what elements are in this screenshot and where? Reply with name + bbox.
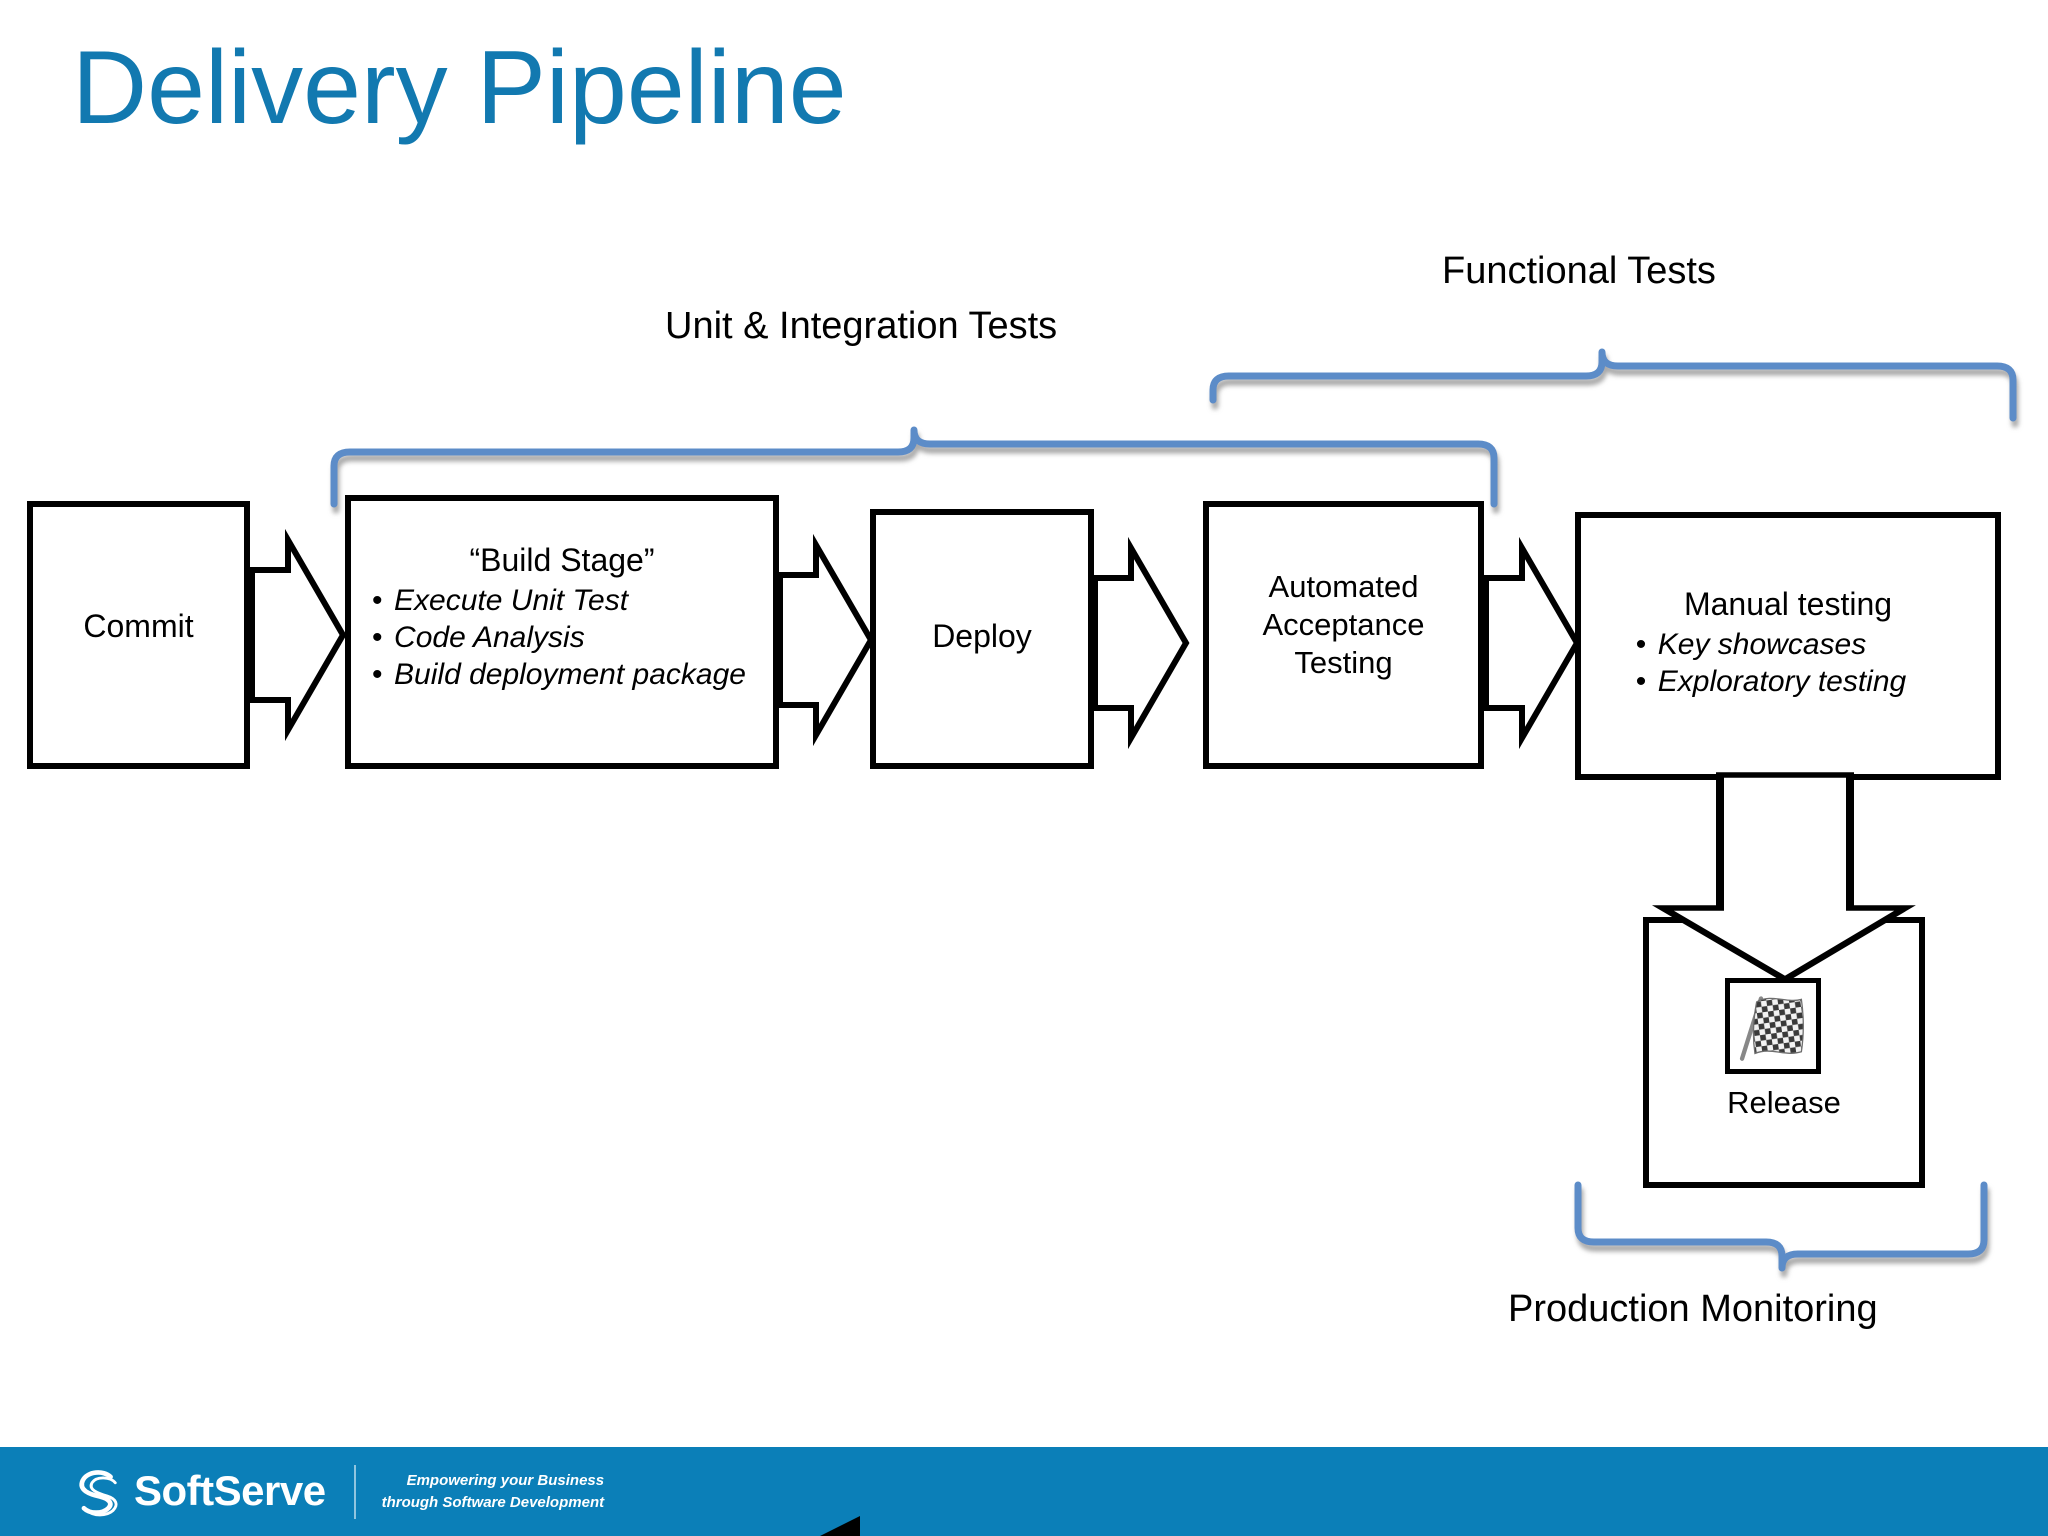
stage-label-automated-acceptance-testing: Automated Acceptance Testing (1206, 568, 1481, 681)
list-item: Key showcases (1636, 626, 1906, 663)
brace-unit-integration (330, 426, 1498, 508)
footer-bar: SoftServe Empowering your Business throu… (0, 1447, 2048, 1536)
brace-functional-tests (1209, 348, 2017, 422)
arrow-aat-to-manual (1483, 536, 1581, 750)
brace-label-production-monitoring: Production Monitoring (1508, 1288, 1878, 1330)
brand-name: SoftServe (134, 1466, 326, 1514)
stage-title-commit: Commit (83, 608, 194, 644)
stage-box-aat[interactable] (1203, 501, 1484, 769)
stage-title-build-stage: “Build Stage” (469, 542, 655, 578)
stage-title-aat-line2: Acceptance (1262, 606, 1425, 642)
stage-box-deploy[interactable] (870, 509, 1094, 769)
stage-title-deploy: Deploy (932, 618, 1032, 654)
brace-label-unit-integration: Unit & Integration Tests (665, 305, 1058, 347)
softserve-logo: SoftServe Empowering your Business throu… (70, 1461, 604, 1523)
stage-label-manual-testing: Manual testing Key showcases Exploratory… (1578, 586, 1998, 700)
arrow-deploy-to-aat (1092, 536, 1190, 750)
brand-tagline: Empowering your Business through Softwar… (382, 1470, 605, 1514)
list-item: Execute Unit Test (372, 582, 746, 619)
stage-box-commit[interactable] (27, 501, 250, 769)
arrow-build-to-deploy (777, 533, 875, 747)
brace-production-monitoring (1574, 1181, 1988, 1272)
slide-corner-triangle (812, 1516, 860, 1536)
stage-label-build-stage: “Build Stage” Execute Unit Test Code Ana… (348, 542, 776, 693)
stage-title-aat-line1: Automated (1268, 569, 1419, 604)
list-item: Exploratory testing (1636, 663, 1906, 700)
stage-label-commit: Commit (30, 608, 247, 646)
release-icon-frame (1725, 978, 1821, 1074)
tagline-line-1: Empowering your Business (406, 1472, 605, 1490)
stage-title-aat-line3: Testing (1294, 644, 1393, 680)
stage-bullets-build-stage: Execute Unit Test Code Analysis Build de… (372, 582, 746, 694)
page-title: Delivery Pipeline (72, 30, 847, 146)
list-item: Code Analysis (372, 619, 746, 656)
checkered-flag-icon (1739, 996, 1804, 1061)
tagline-line-2: through Software Development (381, 1494, 605, 1511)
logo-divider (353, 1465, 356, 1519)
stage-label-deploy: Deploy (873, 618, 1091, 656)
stage-title-manual-testing: Manual testing (1683, 586, 1893, 622)
release-label: Release (1727, 1085, 1841, 1120)
softserve-s-logo-icon (79, 1470, 118, 1517)
arrow-commit-to-build (249, 528, 347, 742)
stage-bullets-manual-testing: Key showcases Exploratory testing (1636, 626, 1906, 700)
list-item: Build deployment package (372, 656, 746, 693)
arrow-manual-to-release (1651, 772, 1916, 984)
brace-label-functional-tests: Functional Tests (1442, 250, 1716, 292)
